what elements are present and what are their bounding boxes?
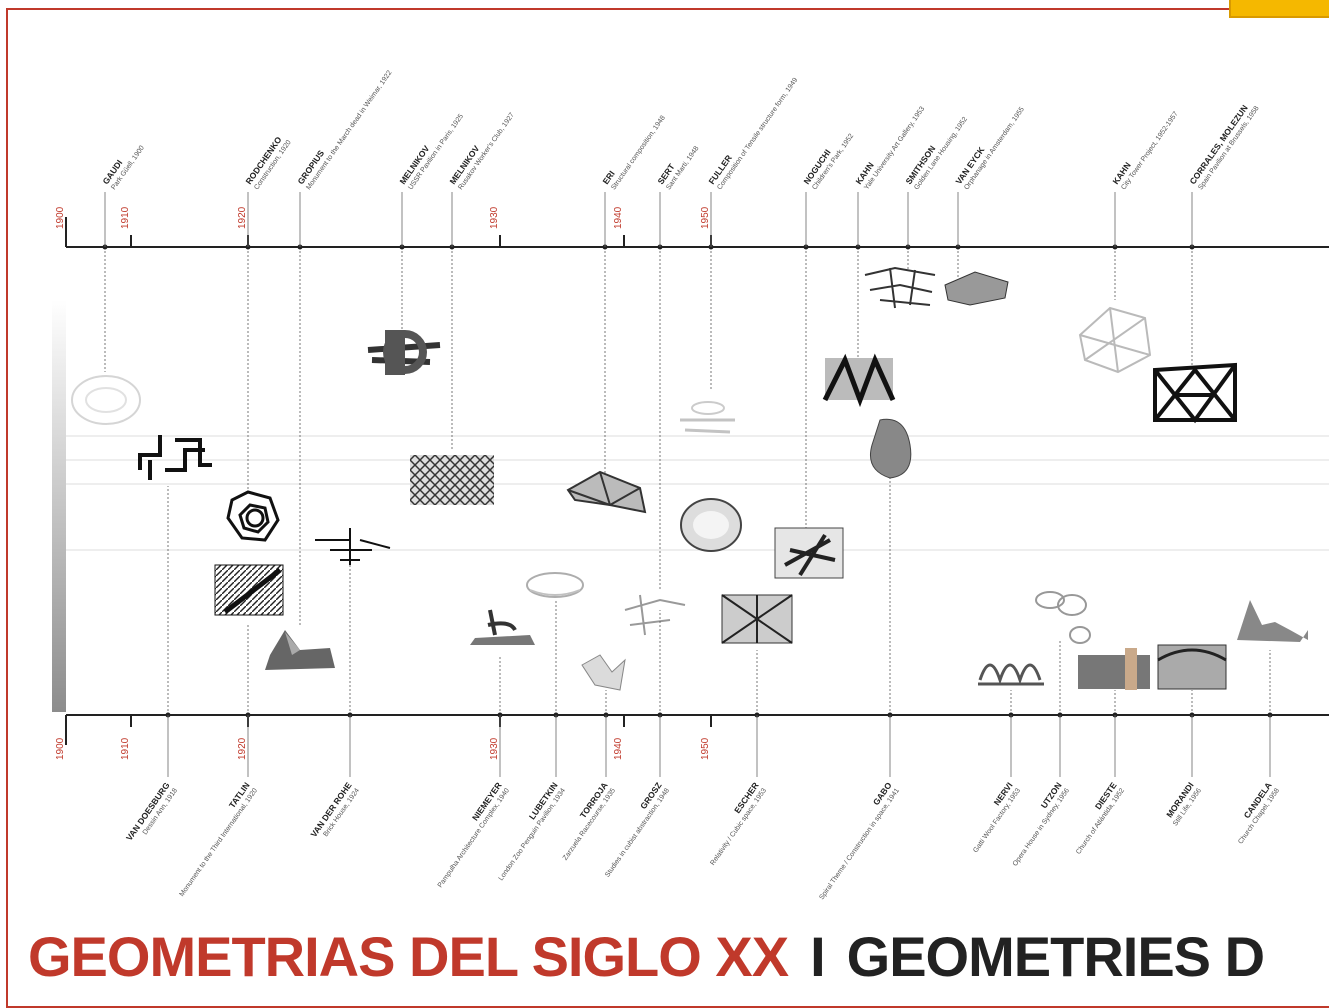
bottom-entry-work: Monument to the Third International, 192… — [179, 787, 259, 898]
morandi-thumbnail — [1078, 648, 1150, 690]
niemeyer-thumbnail — [470, 609, 535, 645]
top-year-label: 1900 — [55, 206, 66, 229]
bottom-year-label: 1940 — [613, 737, 624, 760]
corrales-pavilion-thumbnail — [1153, 362, 1237, 424]
top-entry-work: Rusakov Worker's Club, 1927 — [457, 112, 516, 192]
candela-chapel-thumbnail — [1237, 600, 1308, 642]
van-der-rohe-thumbnail — [315, 528, 391, 565]
top-entry-work: Composition of Tensile structure form, 1… — [716, 77, 799, 192]
top-entry-work: Orphanage in Amsterdam, 1955 — [963, 106, 1026, 191]
top-entry-work: Spain Pavilion at Brussels, 1958 — [1197, 105, 1260, 191]
side-gradient-scale — [52, 300, 66, 712]
timeline-diagram: 1900 1910 1920 1930 1940 1950 1900 1910 1920 1930… — [52, 69, 1329, 901]
title-english: GEOMETRIES D — [846, 925, 1265, 988]
bottom-entry-work: Studies in cubist abstraction, 1948 — [604, 787, 671, 878]
title-separator: I — [810, 925, 826, 988]
connector-lines — [102, 192, 1273, 777]
top-entry-work: Monument to the March dead in Weimar, 19… — [305, 69, 393, 191]
van-doesburg-thumbnail — [138, 435, 212, 480]
title-spanish: GEOMETRIAS DEL SIGLO XX — [28, 925, 789, 988]
gaudi-thumbnail — [71, 375, 141, 425]
melnikov-pavilion-thumbnail — [367, 330, 441, 375]
bottom-year-label: 1920 — [237, 737, 248, 760]
eri-structure-thumbnail — [566, 470, 647, 514]
rodchenko-thumbnail — [226, 490, 280, 542]
gabo-thumbnail — [680, 498, 742, 552]
bottom-entry-work: London Zoo Penguin Pavilion, 1934 — [498, 787, 567, 882]
escher-thumbnail — [721, 594, 793, 644]
lubetkin-thumbnail — [526, 572, 584, 598]
top-year-label: 1920 — [237, 206, 248, 229]
bottom-year-label: 1950 — [700, 737, 711, 760]
top-year-label: 1940 — [613, 206, 624, 229]
corner-tab — [1229, 0, 1329, 18]
top-year-label: 1950 — [700, 206, 711, 229]
top-entry-name: CORRALES, MOLEZUN — [1187, 103, 1249, 186]
noguchi-thumbnail — [774, 527, 844, 579]
torroja-thumbnail — [581, 654, 626, 691]
artwork-thumbnails — [71, 266, 1308, 691]
fuller-thumbnail — [680, 401, 735, 434]
top-year-label: 1930 — [489, 206, 500, 229]
nervi-thumbnail — [978, 663, 1044, 686]
utzon-thumbnail — [1035, 591, 1091, 644]
van-eyck-thumbnail — [944, 271, 1009, 306]
dieste-thumbnail — [1157, 644, 1227, 690]
bottom-year-label: 1930 — [489, 737, 500, 760]
bottom-year-label: 1900 — [55, 737, 66, 760]
top-entry-work: City Tower Project, 1952-1957 — [1120, 110, 1180, 191]
top-year-label: 1910 — [120, 206, 131, 229]
tatlin-thumbnail — [214, 564, 284, 616]
gropius-thumbnail — [265, 630, 335, 670]
kahn-tower-thumbnail — [1078, 306, 1152, 374]
poster-title: GEOMETRIAS DEL SIGLO XX I GEOMETRIES D — [28, 924, 1265, 989]
melnikov-club-thumbnail — [410, 455, 494, 505]
sert-thumbnail — [624, 594, 686, 636]
bottom-year-label: 1910 — [120, 737, 131, 760]
candela-shell-thumbnail — [870, 418, 912, 479]
smithson-thumbnail — [864, 266, 936, 309]
kahn-gallery-thumbnail — [822, 353, 896, 408]
bottom-entry-work: Spiral Theme / Construction in space, 19… — [818, 787, 901, 901]
